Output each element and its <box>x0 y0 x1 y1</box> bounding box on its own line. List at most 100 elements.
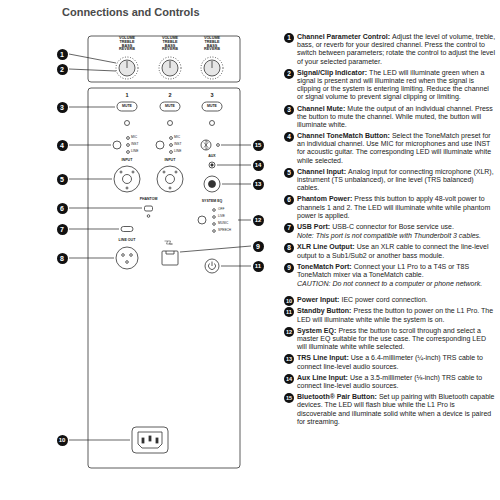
item-heading: ToneMatch Port: <box>297 263 352 270</box>
callout-number: 12 <box>284 327 294 337</box>
item-body: USB-C connector for Bose service use. <box>332 223 454 230</box>
list-item: 8XLR Line Output:Use an XLR cable to con… <box>284 243 496 259</box>
item-heading: Channel Parameter Control: <box>297 33 390 40</box>
callout-number: 13 <box>253 179 264 190</box>
led-label: MIC <box>131 136 137 139</box>
button-label: MUTE <box>207 105 217 109</box>
item-heading: Channel Mute: <box>297 105 345 112</box>
tonematch-port <box>162 241 178 265</box>
item-heading: Aux Line Input: <box>297 374 348 381</box>
callout-number: 6 <box>284 195 294 205</box>
item-text: Channel ToneMatch Button:Select the Tone… <box>297 132 496 165</box>
callout-number: 15 <box>284 393 294 403</box>
list-item: 9ToneMatch Port:Connect your L1 Pro to a… <box>284 263 496 289</box>
list-item: 10Power Input:IEC power cord connection. <box>284 296 496 304</box>
callout-number: 1 <box>284 33 294 43</box>
callout-number: 7 <box>284 223 294 233</box>
item-text: System EQ:Press the button to scroll thr… <box>297 327 496 352</box>
parameter-knobs <box>116 57 223 79</box>
list-item: 6Phantom Power:Press this button to appl… <box>284 195 496 220</box>
standby-button <box>205 259 219 273</box>
tonematch-controls <box>113 137 172 154</box>
item-note: Note: This port is not compatible with T… <box>297 232 496 240</box>
item-text: Signal/Clip Indicator:The LED will illum… <box>297 69 496 102</box>
item-heading: Phantom Power: <box>297 195 352 202</box>
led-label: MUSIC <box>218 222 228 225</box>
item-text: ToneMatch Port:Connect your L1 Pro to a … <box>297 263 496 279</box>
jack-label: INPUT <box>165 159 176 163</box>
callout-number: 9 <box>253 241 264 252</box>
led-label: INST <box>174 143 182 146</box>
phantom-button <box>145 206 153 217</box>
callout-number: 14 <box>253 160 264 171</box>
callout-number: 1 <box>57 49 68 60</box>
callout-number: 10 <box>284 296 294 306</box>
item-text: Channel Parameter Control:Adjust the lev… <box>297 33 496 66</box>
channel-number: 1 <box>125 93 128 99</box>
description-list: 1Channel Parameter Control:Adjust the le… <box>284 33 496 429</box>
item-heading: Channel ToneMatch Button: <box>297 132 390 139</box>
callout-number: 8 <box>284 243 294 253</box>
item-text: USB Port:USB-C connector for Bose servic… <box>297 223 496 231</box>
item-text: Aux Line Input:Use a 3.5-millimeter (⅛-i… <box>297 374 496 390</box>
bluetooth-button <box>201 140 219 150</box>
jack-label: LINE OUT <box>119 239 136 243</box>
power-inlet <box>132 427 168 453</box>
item-text: Standby Button:Press the button to power… <box>297 307 496 323</box>
item-heading: USB Port: <box>297 223 330 230</box>
item-heading: TRS Line Input: <box>297 354 349 361</box>
item-text: XLR Line Output:Use an XLR cable to conn… <box>297 243 496 259</box>
list-item: 15Bluetooth® Pair Button:Set up pairing … <box>284 393 496 426</box>
callout-number: 9 <box>284 263 294 273</box>
xlr-output <box>116 247 138 269</box>
diagram-title: Connections and Controls <box>62 7 200 18</box>
knob-label: VOLUME TREBLE BASS REVERB <box>115 37 139 52</box>
item-heading: Bluetooth® Pair Button: <box>297 393 377 400</box>
callout-number: 11 <box>253 261 264 272</box>
item-heading: System EQ: <box>297 327 336 334</box>
knob-label: VOLUME TREBLE BASS REVERB <box>200 37 224 52</box>
list-item: 11Standby Button:Press the button to pow… <box>284 307 496 323</box>
callout-number: 3 <box>57 102 68 113</box>
item-heading: Power Input: <box>297 296 339 303</box>
list-item: 12System EQ:Press the button to scroll t… <box>284 327 496 352</box>
callout-number: 6 <box>57 203 68 214</box>
callout-number: 8 <box>57 253 68 264</box>
led-label: INST <box>131 143 139 146</box>
led-label: OFF <box>218 208 224 211</box>
button-label: MUTE <box>122 105 132 109</box>
item-heading: Signal/Clip Indicator: <box>297 69 367 76</box>
callout-number: 5 <box>57 174 68 185</box>
callout-number: 2 <box>57 64 68 75</box>
callout-number: 15 <box>253 140 264 151</box>
button-label: MUTE <box>165 105 175 109</box>
channel-number: 2 <box>168 93 171 99</box>
item-text: Channel Input:Analog input for connectin… <box>297 168 496 193</box>
callout-number: 2 <box>284 69 294 79</box>
list-item: 7USB Port:USB-C connector for Bose servi… <box>284 223 496 240</box>
line-inputs <box>204 162 220 192</box>
callout-number: 13 <box>284 354 294 364</box>
led-label: LIVE <box>218 215 225 218</box>
callout-number: 10 <box>57 435 68 446</box>
jack-label: AUX <box>208 155 215 159</box>
led-label: LINE <box>174 150 181 153</box>
list-item: 4Channel ToneMatch Button:Select the Ton… <box>284 132 496 165</box>
leader-lines <box>69 54 251 440</box>
combo-inputs <box>114 166 183 192</box>
list-item: 14Aux Line Input:Use a 3.5-millimeter (⅛… <box>284 374 496 390</box>
item-heading: Standby Button: <box>297 307 351 314</box>
callout-number: 3 <box>284 105 294 115</box>
system-eq <box>198 209 215 233</box>
led-label: LINE <box>131 150 138 153</box>
list-item: 1Channel Parameter Control:Adjust the le… <box>284 33 496 66</box>
callout-number: 14 <box>284 374 294 384</box>
led-label: MIC <box>174 136 180 139</box>
callout-number: 5 <box>284 168 294 178</box>
signal-leds <box>125 121 215 126</box>
item-text: Phantom Power:Press this button to apply… <box>297 195 496 220</box>
knob-label: VOLUME TREBLE BASS REVERB <box>158 37 182 52</box>
callout-number: 11 <box>284 307 294 317</box>
item-body: IEC power cord connection. <box>341 296 427 303</box>
